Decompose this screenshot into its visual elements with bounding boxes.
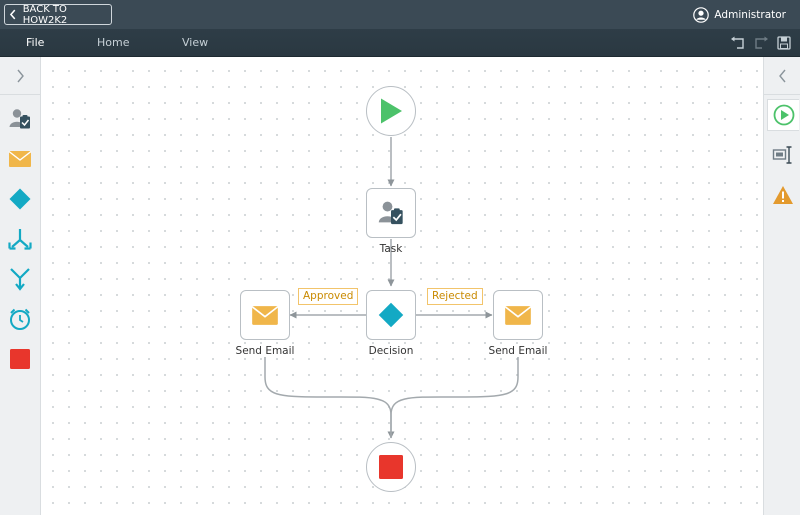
stop-icon <box>379 455 403 479</box>
email-icon <box>504 305 532 325</box>
task-icon <box>378 201 403 225</box>
top-bar: BACK TO HOW2K2 Administrator <box>0 0 800 29</box>
start-icon[interactable] <box>767 99 799 131</box>
connector-lines <box>264 137 519 439</box>
menu-bar: File Home View <box>0 29 800 57</box>
back-button[interactable]: BACK TO HOW2K2 <box>4 3 112 26</box>
rejected-line-label[interactable]: Rejected <box>427 288 483 305</box>
chevron-left-icon <box>779 69 786 82</box>
toolbox-panel <box>0 57 41 515</box>
undo-icon[interactable] <box>729 35 746 51</box>
save-icon[interactable] <box>775 35 792 51</box>
start-node[interactable] <box>366 86 416 136</box>
timer-icon[interactable] <box>6 305 34 333</box>
properties-panel <box>763 57 800 515</box>
warning-icon[interactable] <box>767 179 799 211</box>
collapse-panel-button[interactable] <box>764 57 800 95</box>
chevron-right-icon <box>16 69 24 82</box>
user-menu[interactable]: Administrator <box>693 0 786 29</box>
end-node[interactable] <box>366 442 416 492</box>
tab-home[interactable]: Home <box>97 36 130 49</box>
send-email-node-left[interactable] <box>240 290 290 340</box>
approved-line-label[interactable]: Approved <box>298 288 359 305</box>
redo-icon[interactable] <box>752 35 769 51</box>
back-button-label: BACK TO HOW2K2 <box>22 3 68 26</box>
user-name: Administrator <box>714 8 786 21</box>
decision-node-label: Decision <box>368 345 414 357</box>
decision-icon <box>378 302 404 328</box>
task-node-label: Task <box>379 243 403 255</box>
connector-right-email-end[interactable] <box>390 357 519 438</box>
play-icon <box>381 98 402 124</box>
task-icon[interactable] <box>6 105 34 133</box>
workflow-canvas[interactable]: Task Decision Send Email Send Email Appr… <box>41 57 763 515</box>
merge-icon[interactable] <box>6 265 34 293</box>
email-icon <box>251 305 279 325</box>
send-email-left-label: Send Email <box>235 345 295 357</box>
chevron-left-icon <box>9 9 16 20</box>
properties-icon[interactable] <box>767 139 799 171</box>
send-email-node-right[interactable] <box>493 290 543 340</box>
tab-file[interactable]: File <box>26 36 45 49</box>
decision-icon[interactable] <box>6 185 34 213</box>
tab-view[interactable]: View <box>182 36 209 49</box>
connector-left-email-end[interactable] <box>264 357 395 439</box>
email-icon[interactable] <box>6 145 34 173</box>
task-node[interactable] <box>366 188 416 238</box>
user-icon <box>693 6 710 23</box>
send-email-right-label: Send Email <box>488 345 548 357</box>
end-icon[interactable] <box>6 345 34 373</box>
split-icon[interactable] <box>6 225 34 253</box>
expand-toolbox-button[interactable] <box>0 57 40 95</box>
decision-node[interactable] <box>366 290 416 340</box>
